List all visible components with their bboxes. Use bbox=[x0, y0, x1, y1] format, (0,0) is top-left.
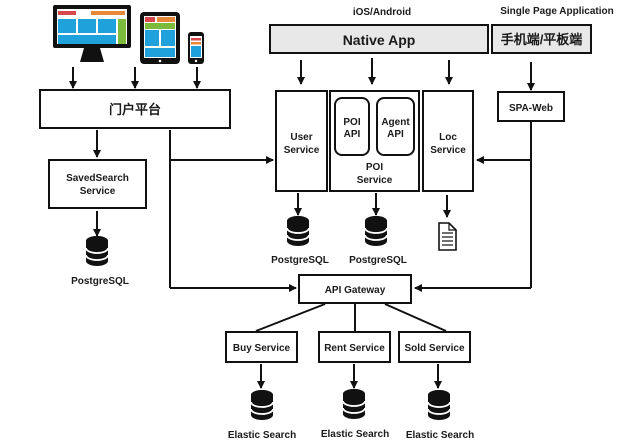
mobile-tablet-label: 手机端/平板端 bbox=[501, 32, 583, 47]
poi-service-label: Service bbox=[357, 175, 393, 186]
agent-api-box[interactable]: Agent API bbox=[376, 97, 415, 156]
tablet-green-bar bbox=[145, 23, 175, 29]
phone-icon bbox=[188, 32, 204, 64]
monitor-red-block bbox=[58, 11, 76, 15]
saved-search-service-label: Service bbox=[80, 186, 116, 197]
database-icon bbox=[250, 389, 274, 421]
rent-service-box[interactable]: Rent Service bbox=[318, 331, 391, 363]
tablet-icon bbox=[140, 12, 180, 64]
phone-red-block bbox=[191, 38, 201, 41]
user-service-label: User bbox=[290, 132, 312, 143]
mobile-tablet-bar[interactable]: 手机端/平板端 bbox=[491, 24, 592, 54]
spa-web-label: SPA-Web bbox=[509, 103, 553, 114]
spa-web-box[interactable]: SPA-Web bbox=[497, 91, 565, 122]
phone-screen bbox=[191, 46, 201, 57]
database-icon bbox=[342, 388, 366, 420]
api-gateway-box[interactable]: API Gateway bbox=[298, 274, 412, 304]
poi-db-label: PostgreSQL bbox=[349, 255, 407, 266]
tablet-tile bbox=[145, 30, 159, 46]
saved-search-service-box[interactable]: SavedSearch Service bbox=[48, 159, 147, 209]
agent-api-label: API bbox=[387, 129, 404, 140]
poi-api-box[interactable]: POI API bbox=[334, 97, 370, 156]
saved-search-service-label: SavedSearch bbox=[66, 173, 129, 184]
database-icon bbox=[286, 215, 310, 247]
portal-label: 门户平台 bbox=[109, 102, 161, 117]
saved-search-db-label: PostgreSQL bbox=[71, 276, 129, 287]
buy-service-box[interactable]: Buy Service bbox=[225, 331, 298, 363]
ios-android-caption: iOS/Android bbox=[353, 7, 411, 18]
api-gateway-label: API Gateway bbox=[325, 285, 386, 296]
poi-api-label: POI bbox=[343, 117, 360, 128]
portal-platform-box[interactable]: 门户平台 bbox=[39, 89, 231, 129]
rent-service-label: Rent Service bbox=[324, 343, 385, 354]
link-gateway-sold bbox=[384, 303, 447, 332]
poi-service-label: POI bbox=[366, 162, 383, 173]
agent-api-label: Agent bbox=[381, 117, 410, 128]
user-db-label: PostgreSQL bbox=[271, 255, 329, 266]
database-icon bbox=[427, 389, 451, 421]
phone-orange-block bbox=[191, 42, 201, 45]
loc-service-label: Loc bbox=[439, 132, 457, 143]
tablet-tile bbox=[161, 30, 175, 46]
rent-db-label: Elastic Search bbox=[321, 429, 389, 440]
tablet-orange-block bbox=[157, 17, 175, 22]
document-file-icon bbox=[438, 222, 457, 251]
monitor-tile bbox=[78, 19, 96, 33]
sold-service-box[interactable]: Sold Service bbox=[398, 331, 471, 363]
monitor-orange-block bbox=[91, 11, 125, 15]
poi-api-label: API bbox=[344, 129, 361, 140]
sold-db-label: Elastic Search bbox=[406, 430, 474, 441]
monitor-sidebar bbox=[118, 19, 126, 44]
database-icon bbox=[85, 235, 109, 267]
tablet-red-block bbox=[145, 17, 155, 22]
monitor-tile bbox=[98, 19, 116, 33]
database-icon bbox=[364, 215, 388, 247]
poi-service-box[interactable]: POI API Agent API POI Service bbox=[329, 90, 420, 192]
native-app-label: Native App bbox=[343, 32, 416, 48]
native-app-bar[interactable]: Native App bbox=[269, 24, 489, 54]
buy-db-label: Elastic Search bbox=[228, 430, 296, 441]
buy-service-label: Buy Service bbox=[233, 343, 291, 354]
monitor-tile bbox=[58, 19, 76, 33]
loc-service-box[interactable]: Loc Service bbox=[422, 90, 474, 192]
user-service-box[interactable]: User Service bbox=[275, 90, 328, 192]
tablet-footer bbox=[145, 48, 175, 57]
sold-service-label: Sold Service bbox=[404, 343, 464, 354]
spa-caption: Single Page Application bbox=[500, 6, 614, 17]
monitor-footer bbox=[58, 35, 116, 44]
user-service-label: Service bbox=[284, 145, 320, 156]
link-gateway-buy bbox=[255, 303, 326, 332]
loc-service-label: Service bbox=[430, 145, 466, 156]
desktop-monitor-icon bbox=[53, 5, 131, 62]
